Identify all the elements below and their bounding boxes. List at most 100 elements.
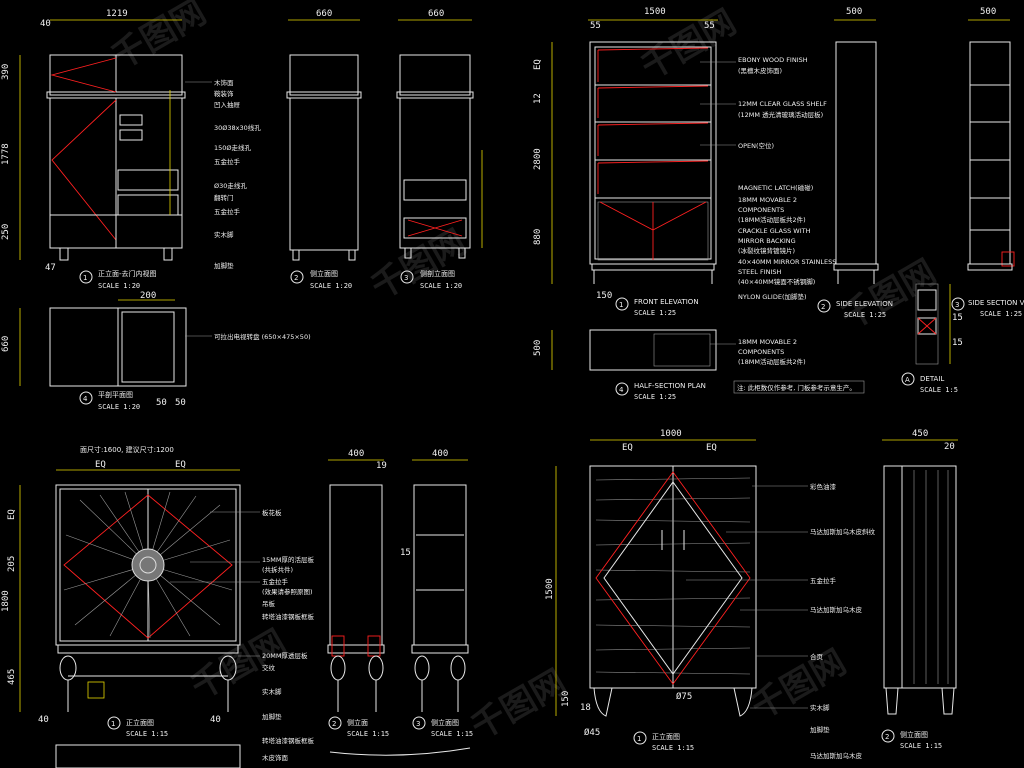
side-view-diamond: 450 20 2 侧立面图 SCALE 1:15 [881,429,958,750]
dim-label: 15 [952,313,963,323]
note: 注: 此柜数仅作参考, 门板参考示意生产。 [737,383,856,392]
dim-label: 15 [952,338,963,348]
bottom-left-titles: 1 正立面图 SCALE 1:15 2 侧立面 SCALE 1:15 3 侧立面… [107,716,473,738]
dim-label: 2800 [533,148,543,170]
dim-width: 1219 [106,9,128,19]
dim-label: 55 [590,21,601,31]
title-number: 2 [332,720,336,728]
view-scale: SCALE 1:20 [98,403,140,411]
annotation: 转塔油漆钢板框板 [262,612,315,621]
dim-label: 450 [912,429,928,439]
dim-label: 150 [596,291,612,301]
dim-label: 19 [376,461,387,471]
watermark: 千图网 [745,642,853,728]
view-scale: SCALE 1:25 [844,311,886,319]
dim-label: EQ [7,509,17,520]
view-scale: SCALE 1:15 [126,730,168,738]
title-number: 1 [637,735,641,743]
view-title: DETAIL [920,375,944,383]
annotation: 加脚垫 [262,712,282,721]
annotation: 木饰面 [214,78,234,87]
view-title: 平剖平面图 [98,390,133,399]
dim-label: 500 [533,340,543,356]
front-elevation-1: 1500 55 55 EQ 12 2800 880 150 [533,7,718,301]
view-scale: SCALE 1:15 [900,742,942,750]
annotation: 五金拉手 [810,576,837,585]
annotation: COMPONENTS [738,206,784,214]
view-title: SIDE ELEVATION [836,300,893,308]
front-view-1-labels: 木饰面 鞍装饰 凹入抽屉 30Ø38x30线孔 150Ø走线孔 五金拉手 Ø30… [185,78,261,270]
view-title: 侧立面图 [900,730,928,739]
dim-label: EQ [622,443,633,453]
annotation: 12MM CLEAR GLASS SHELF [738,100,827,108]
dim-label: 660 [316,9,332,19]
view-title: FRONT ELEVATION [634,298,699,306]
dim-label: 660 [1,336,11,352]
view-scale: SCALE 1:25 [634,393,676,401]
annotation: 加脚垫 [214,261,234,270]
bottom-left-labels: 板花板 15MM厚的活层板 (共拆共件) 五金拉手 (效果请参照原图) 吊板 转… [170,508,315,762]
title-number: 4 [619,386,624,394]
side-view-2: 660 [286,9,362,261]
half-section-plan-4: 500 18MM MOVABLE 2 COMPONENTS (18MM活动层板共… [533,329,865,394]
annotation: 实木脚 [214,230,234,239]
dim-label: 18 [580,703,591,713]
view-scale: SCALE 1:5 [920,386,958,394]
annotation: NYLON GLIDE(加脚垫) [738,292,807,301]
dim-label: 50 [175,398,186,408]
front-elevation-1-labels: EBONY WOOD FINISH (黑檀木皮饰面) 12MM CLEAR GL… [700,56,836,301]
view-title: 侧剖立面图 [420,269,455,278]
annotation: 五金拉手 [262,577,289,586]
title-number: 2 [885,733,889,741]
bottom-right-labels: 彩色油漆 马达加斯加乌木皮斜纹 五金拉手 马达加斯加乌木皮 合页 实木脚 加脚垫… [686,482,876,760]
view-title: 侧立面 [347,718,368,727]
view-title: 侧立面图 [310,269,338,278]
annotation: 实木脚 [262,687,282,696]
title-number: A [905,376,910,384]
dim-label: 40 [210,715,221,725]
dim-label: 465 [7,669,17,685]
dim-label: 1500 [644,7,666,17]
annotation: 马达加斯加乌木皮斜纹 [810,527,876,536]
wood-grain [595,477,751,675]
annotation: 实木脚 [810,703,830,712]
dim-label: Ø75 [676,691,692,702]
front-view-carved: EQ 205 1800 465 40 40 [1,484,241,725]
annotation: 五金拉手 [214,157,241,166]
view-scale: SCALE 1:20 [98,282,140,290]
view-scale: SCALE 1:15 [347,730,389,738]
dim-label: 50 [156,398,167,408]
annotation: CRACKLE GLASS WITH [738,227,811,235]
bottom-left-cabinet-views: 面尺寸:1600, 建议尺寸:1200 EQ EQ EQ 205 1800 46… [1,445,473,768]
watermark: 千图网 [835,252,943,338]
size-header: 面尺寸:1600, 建议尺寸:1200 [80,445,174,454]
dim-label: 1500 [545,578,555,600]
annotation: 马达加斯加乌木皮 [810,605,863,614]
annotation: 凹入抽屉 [214,100,241,109]
dim-label: 880 [533,229,543,245]
carved-pattern [63,491,233,639]
annotation: (12MM 透光清玻璃活动层板) [738,110,823,119]
title-number: 1 [111,720,115,728]
view-scale: SCALE 1:15 [652,744,694,752]
dim-label: 55 [704,21,715,31]
side-section-3: 660 [396,9,483,259]
title-number: 3 [955,301,959,309]
annotation: 加脚垫 [810,725,830,734]
title-number: 3 [416,720,420,728]
side-view-carved: 400 19 [327,449,387,712]
annotation: 20MM厚透层板 [262,651,308,660]
plan-view-4: 200 660 50 50 可拉出电视转盘 (650×475×50) 4 平剖平… [1,291,311,411]
annotation: (黑檀木皮饰面) [738,66,782,75]
top-left-cabinet-views: 1219 40 390 1778 250 47 [1,9,483,411]
watermark: 千图网 [365,222,473,308]
view-title: 正立面图 [126,718,154,727]
top-left-titles: 1 正立面-去门内视图 SCALE 1:20 2 侧立面图 SCALE 1:20… [79,269,462,290]
dim-label: 400 [432,449,448,459]
annotation: 五金拉手 [214,207,241,216]
dim-label: 40 [38,715,49,725]
front-view-diamond: 1500 150 18 Ø45 Ø75 [545,465,757,738]
dim-label: 660 [428,9,444,19]
annotation: 15MM厚的活层板 [262,555,314,564]
